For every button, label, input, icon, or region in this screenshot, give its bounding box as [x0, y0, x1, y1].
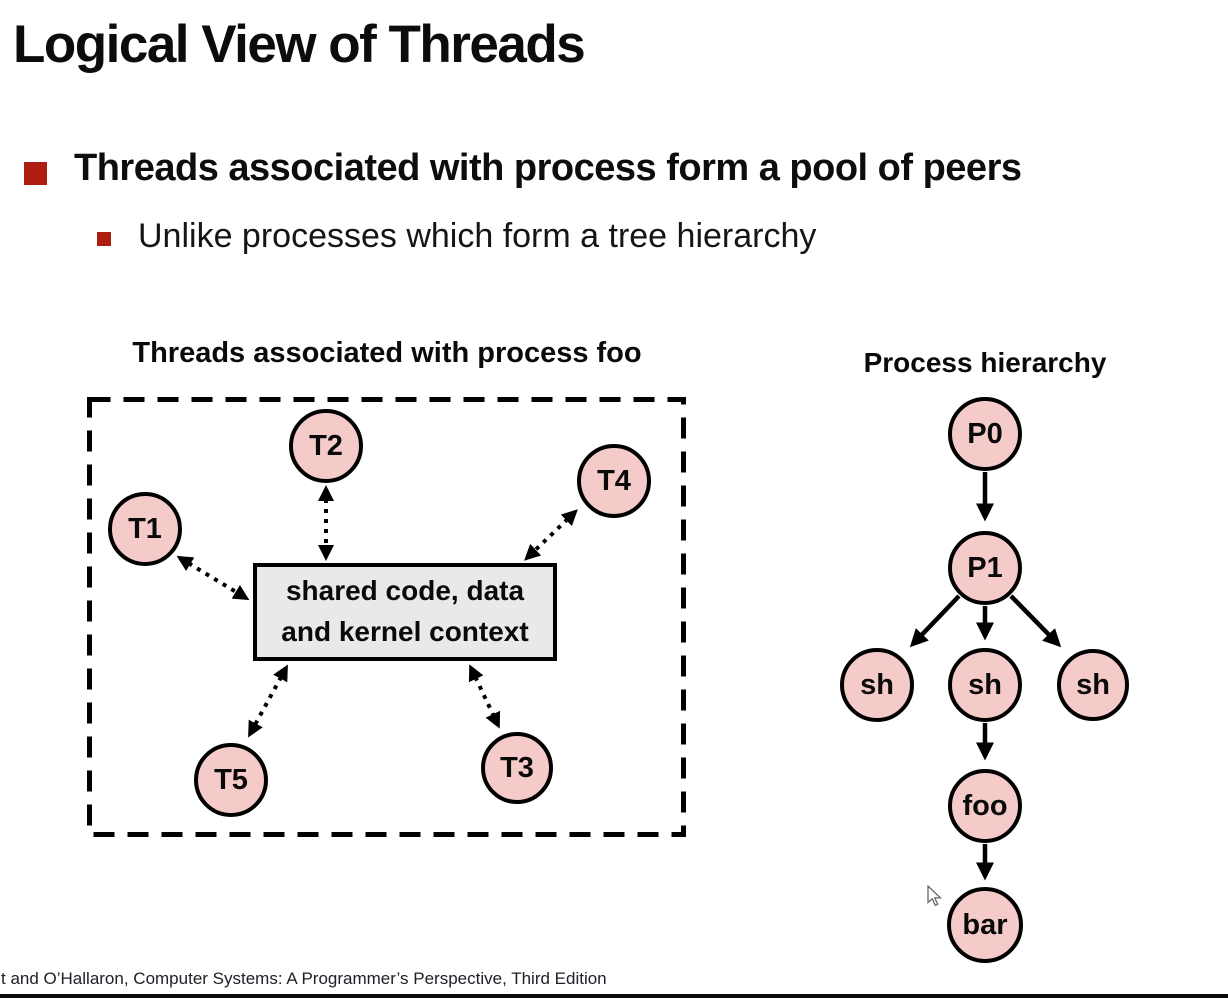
sub-bullet-square-icon [97, 232, 111, 246]
bullet-text: Threads associated with process form a p… [74, 147, 1022, 189]
arrow-p1-sh-right [1009, 594, 1062, 648]
thread-node-t2: T2 [289, 409, 363, 483]
mouse-cursor-icon [927, 885, 943, 907]
shared-context-line2: and kernel context [281, 616, 529, 647]
process-node-sh-mid: sh [948, 648, 1022, 722]
process-diagram-title: Process hierarchy [863, 347, 1107, 378]
thread-node-t1: T1 [108, 492, 182, 566]
process-node-foo: foo [948, 769, 1022, 843]
arrow-t5-box [248, 664, 288, 738]
arrow-t1-box [176, 555, 250, 601]
shared-context-line1: shared code, data [285, 575, 525, 607]
arrow-p1-sh-left [909, 594, 961, 648]
process-node-p1: P1 [948, 531, 1022, 605]
thread-node-t3: T3 [481, 732, 553, 804]
page-title: Logical View of Threads [13, 15, 586, 74]
threads-diagram-title: Threads associated with process foo [132, 337, 642, 369]
arrow-t3-box [468, 664, 501, 729]
process-node-sh-right: sh [1057, 649, 1129, 721]
arrow-t4-box [524, 509, 578, 561]
bullet-square-icon [24, 162, 47, 185]
thread-node-t5: T5 [194, 743, 268, 817]
process-node-bar: bar [947, 887, 1023, 963]
shared-context-box: shared code, data and kernel context [253, 563, 557, 661]
footer-credit: t and O’Hallaron, Computer Systems: A Pr… [1, 969, 607, 988]
thread-node-t4: T4 [577, 444, 651, 518]
sub-bullet-text: Unlike processes which form a tree hiera… [138, 217, 817, 255]
process-node-p0: P0 [948, 397, 1022, 471]
footer-rule [0, 994, 1228, 998]
process-node-sh-left: sh [840, 648, 914, 722]
